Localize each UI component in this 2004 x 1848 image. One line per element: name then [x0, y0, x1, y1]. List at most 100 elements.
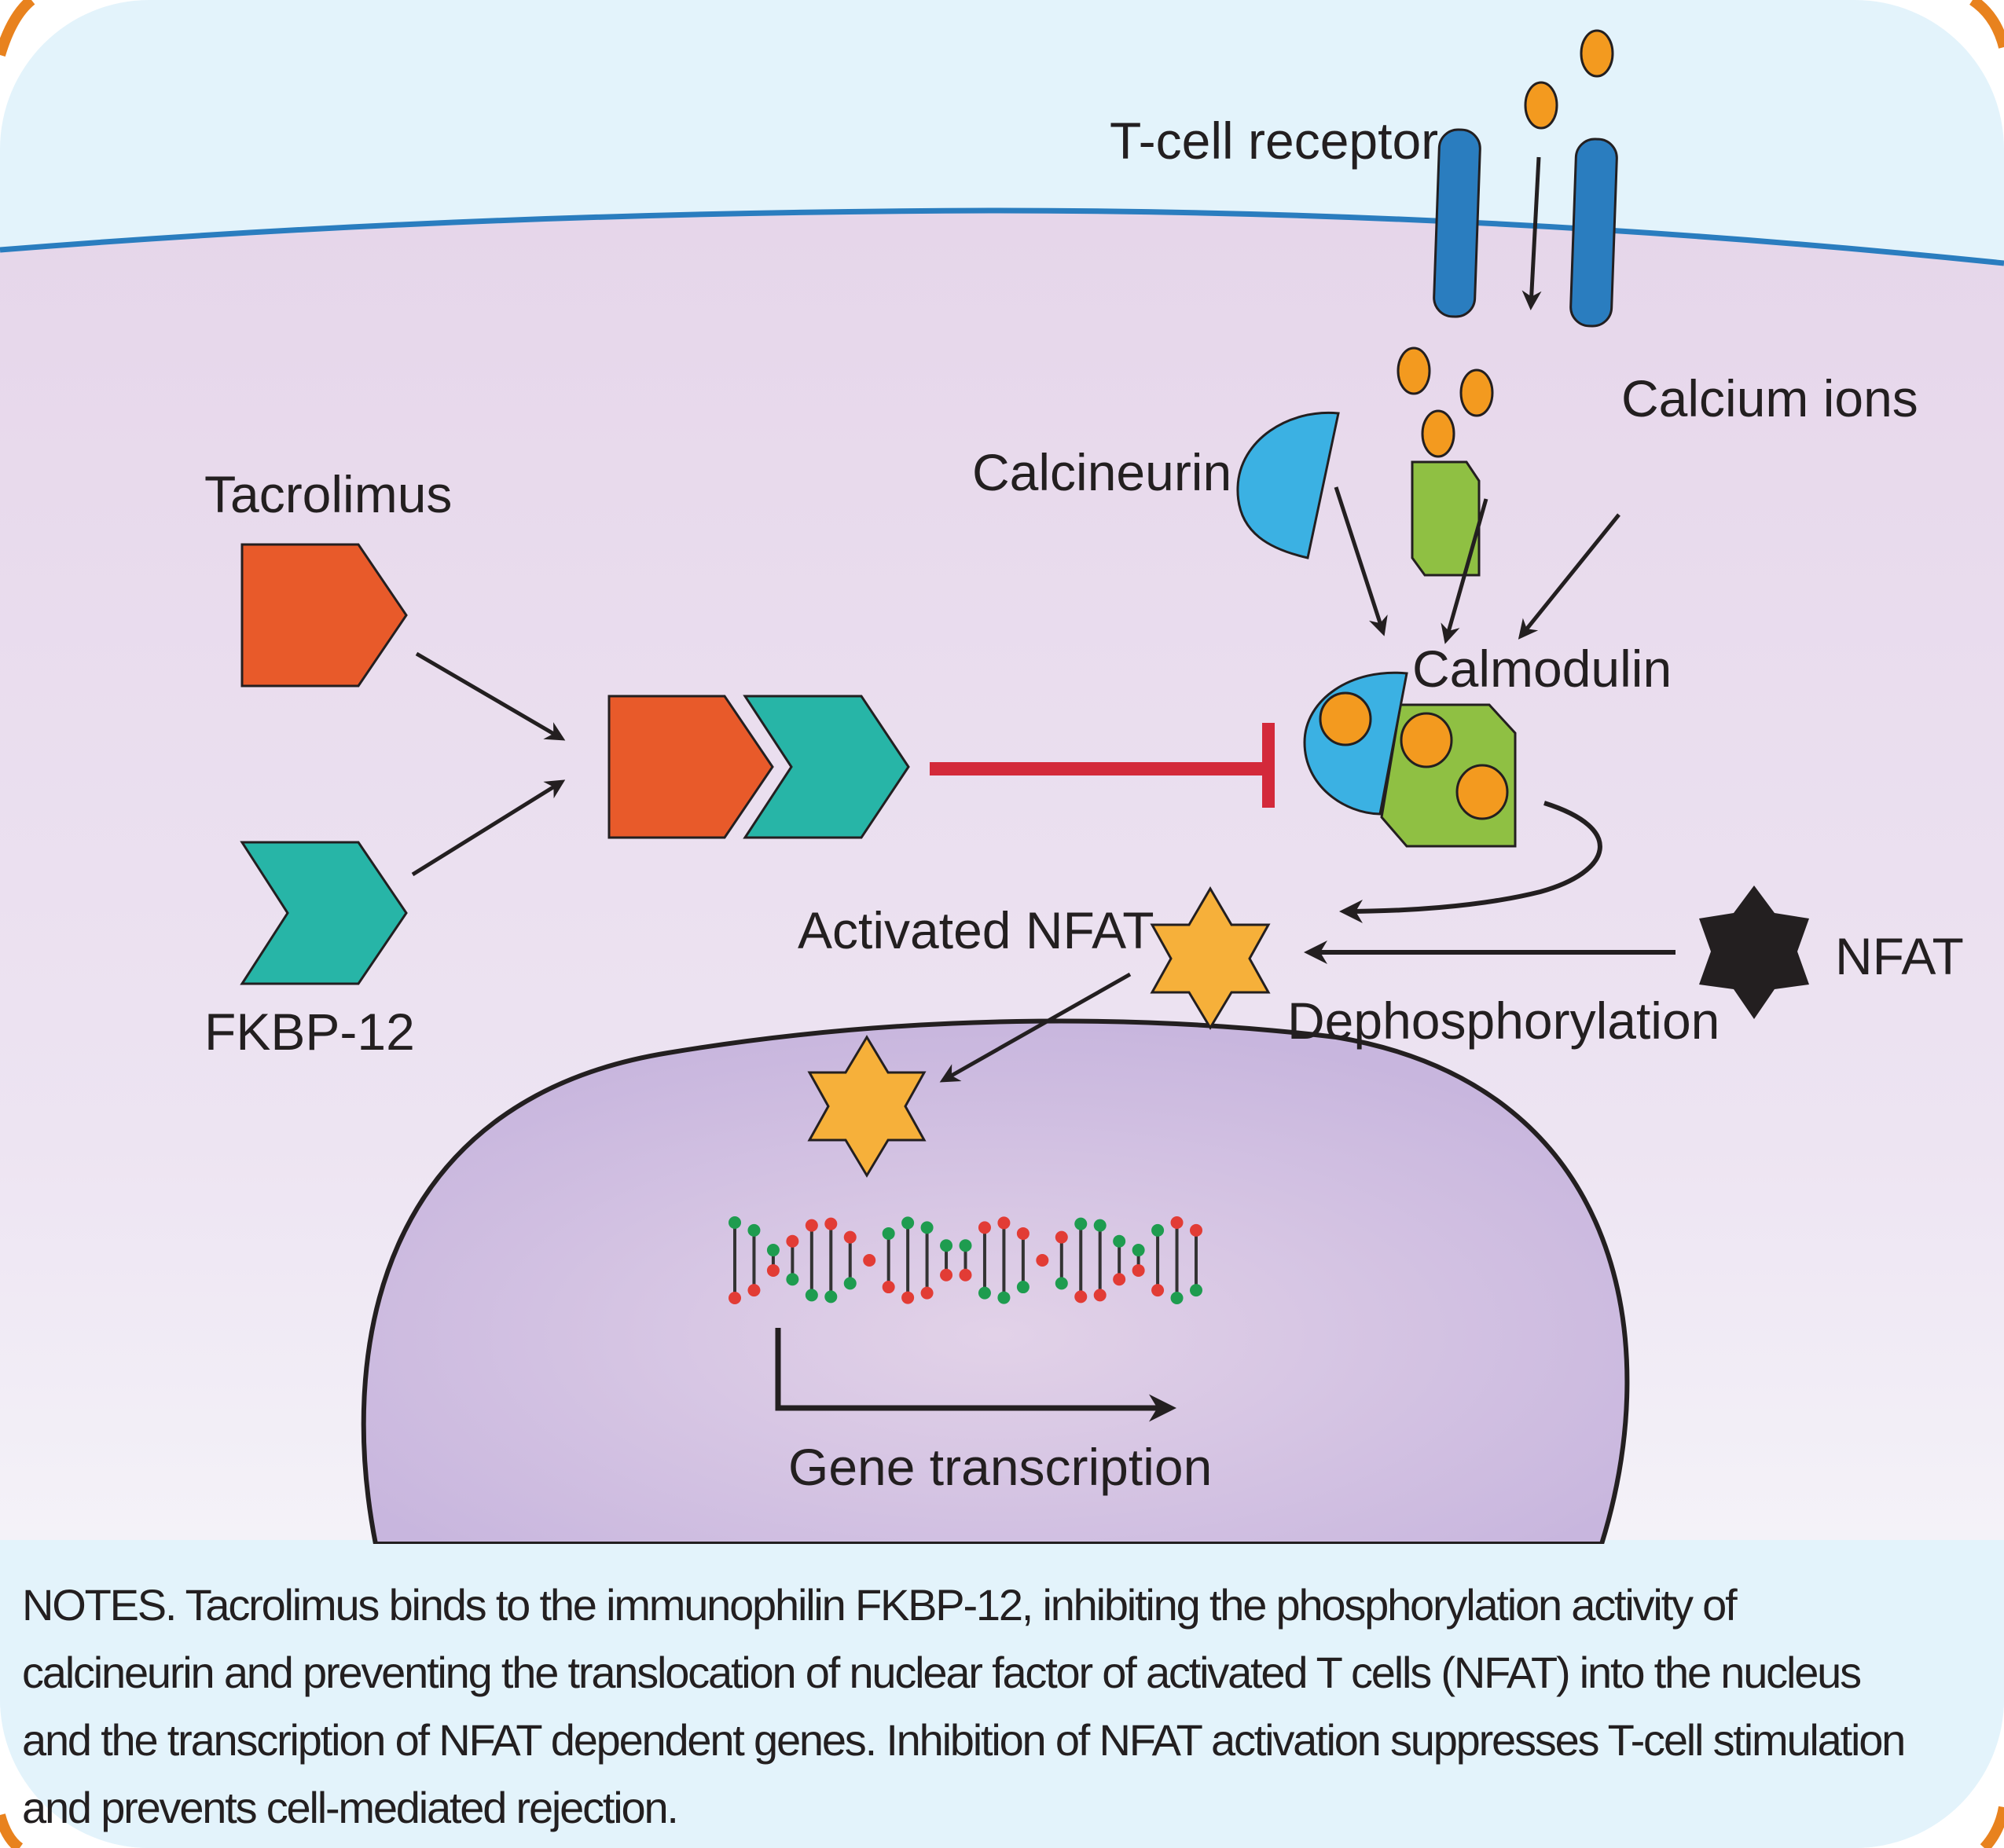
calcium-ion: [1524, 81, 1558, 130]
dna-nucleotide: [843, 1230, 857, 1244]
tacrolimus-binding-arrow: [415, 651, 566, 741]
inhibition-symbol: [930, 723, 1275, 808]
dna-nucleotide: [920, 1221, 934, 1234]
notes-text: NOTES. Tacrolimus binds to the immunophi…: [22, 1571, 1987, 1842]
calcium-ion: [1319, 691, 1372, 746]
notes-line: calcineurin and preventing the transloca…: [22, 1648, 1862, 1697]
dna-nucleotide: [766, 1244, 780, 1257]
dna-nucleotide: [1093, 1219, 1107, 1232]
dna-nucleotide: [1113, 1273, 1126, 1286]
notes-line: NOTES. Tacrolimus binds to the immunophi…: [22, 1580, 1738, 1630]
tcell-receptor-left: [1433, 128, 1481, 318]
label-calcineurin: Calcineurin: [972, 443, 1231, 501]
dna-nucleotide: [1036, 1254, 1049, 1267]
complex-fkbp12-part: [743, 695, 910, 839]
frame-corner-top-left: [0, 0, 35, 57]
dna-nucleotide: [1132, 1263, 1145, 1277]
calmodulin-to-complex-arrow: [1518, 513, 1620, 640]
label-tacrolimus: Tacrolimus: [204, 465, 452, 523]
dna-nucleotide: [805, 1219, 818, 1232]
calcineurin-calmodulin-complex: [1303, 671, 1517, 848]
nfat-star: [1699, 886, 1809, 1019]
label-fkbp12: FKBP-12: [204, 1003, 415, 1061]
calcium-ion: [1400, 712, 1453, 768]
label-calmodulin: Calmodulin: [1412, 640, 1672, 698]
dna-nucleotide: [959, 1268, 972, 1282]
dna-nucleotide: [843, 1277, 857, 1290]
dna-nucleotide: [786, 1234, 799, 1248]
calcium-ion: [1455, 764, 1509, 820]
gene-transcription-arrow: [775, 1328, 1176, 1422]
dna-nucleotide: [863, 1254, 876, 1267]
dna-nucleotide: [940, 1239, 953, 1252]
dna-nucleotide: [1151, 1284, 1165, 1297]
dna-nucleotide: [1016, 1226, 1030, 1240]
calcium-to-complex-arrow: [1441, 498, 1488, 644]
dna-double-helix: [729, 1216, 1202, 1304]
complex-tacrolimus-part: [607, 695, 774, 839]
dna-nucleotide: [729, 1216, 741, 1229]
dna-nucleotide: [901, 1291, 915, 1304]
complex-to-nfat-arrow: [1339, 801, 1602, 923]
calcineurin-shape: [1236, 411, 1340, 559]
dna-nucleotide: [1190, 1223, 1202, 1237]
notes-line: and prevents cell-mediated rejection.: [22, 1783, 679, 1832]
frame-corner-top-right: [1969, 0, 2004, 49]
nuclear-nfat-star: [807, 1035, 927, 1178]
dna-nucleotide: [920, 1286, 934, 1300]
dna-nucleotide: [824, 1217, 838, 1230]
label-dephosphorylation: Dephosphorylation: [1287, 992, 1720, 1050]
tcell-receptor-right: [1569, 138, 1618, 328]
dna-nucleotide: [1170, 1216, 1184, 1229]
dna-nucleotide: [1016, 1281, 1030, 1294]
dna-nucleotide: [901, 1216, 915, 1230]
dna-nucleotide: [786, 1273, 799, 1286]
calcium-ion: [1459, 368, 1494, 417]
dna-nucleotide: [882, 1226, 895, 1240]
nucleus: [361, 1018, 1630, 1546]
dna-nucleotide: [1074, 1290, 1088, 1304]
activated-nfat-star: [1150, 886, 1271, 1030]
dna-nucleotide: [997, 1216, 1011, 1230]
dna-nucleotide: [1055, 1277, 1068, 1290]
calcium-ion: [1421, 409, 1455, 458]
dna-nucleotide: [997, 1291, 1011, 1304]
frame-corner-bottom-right: [1980, 1806, 2004, 1848]
fkbp12-shape: [240, 841, 408, 985]
label-tcell-receptor: T-cell receptor: [1110, 112, 1438, 170]
label-calcium-ions: Calcium ions: [1621, 369, 1918, 427]
dna-nucleotide: [978, 1286, 991, 1300]
calcineurin-to-complex-arrow: [1334, 486, 1388, 636]
dna-nucleotide: [824, 1290, 838, 1304]
dna-nucleotide: [1151, 1223, 1165, 1237]
calmodulin-shape: [1411, 460, 1481, 577]
cell-membrane: [0, 207, 2004, 266]
fkbp12-binding-arrow: [411, 779, 566, 877]
calcium-ion: [1580, 29, 1614, 78]
dna-nucleotide: [940, 1268, 953, 1282]
dna-nucleotide: [1113, 1234, 1126, 1248]
label-gene-transcription: Gene transcription: [788, 1438, 1212, 1496]
calcium-ion: [1397, 346, 1431, 395]
dna-nucleotide: [959, 1239, 972, 1252]
notes-line: and the transcription of NFAT dependent …: [22, 1715, 1906, 1765]
dna-nucleotide: [747, 1284, 761, 1297]
dna-nucleotide: [978, 1221, 991, 1234]
dna-nucleotide: [1074, 1217, 1088, 1230]
label-nfat: NFAT: [1835, 927, 1964, 985]
dna-nucleotide: [1093, 1289, 1107, 1302]
dna-nucleotide: [747, 1223, 761, 1237]
dna-nucleotide: [805, 1289, 818, 1302]
label-activated-nfat: Activated NFAT: [798, 901, 1154, 959]
dna-nucleotide: [729, 1292, 741, 1304]
dna-nucleotide: [1055, 1230, 1068, 1244]
dna-nucleotide: [1190, 1284, 1202, 1297]
nuclear-translocation-arrow: [939, 972, 1132, 1083]
dna-nucleotide: [882, 1281, 895, 1294]
frame-corner-bottom-left: [0, 1813, 24, 1848]
dna-nucleotide: [1132, 1244, 1145, 1257]
calcium-influx-arrow: [1521, 156, 1542, 310]
dna-nucleotide: [1170, 1292, 1184, 1304]
